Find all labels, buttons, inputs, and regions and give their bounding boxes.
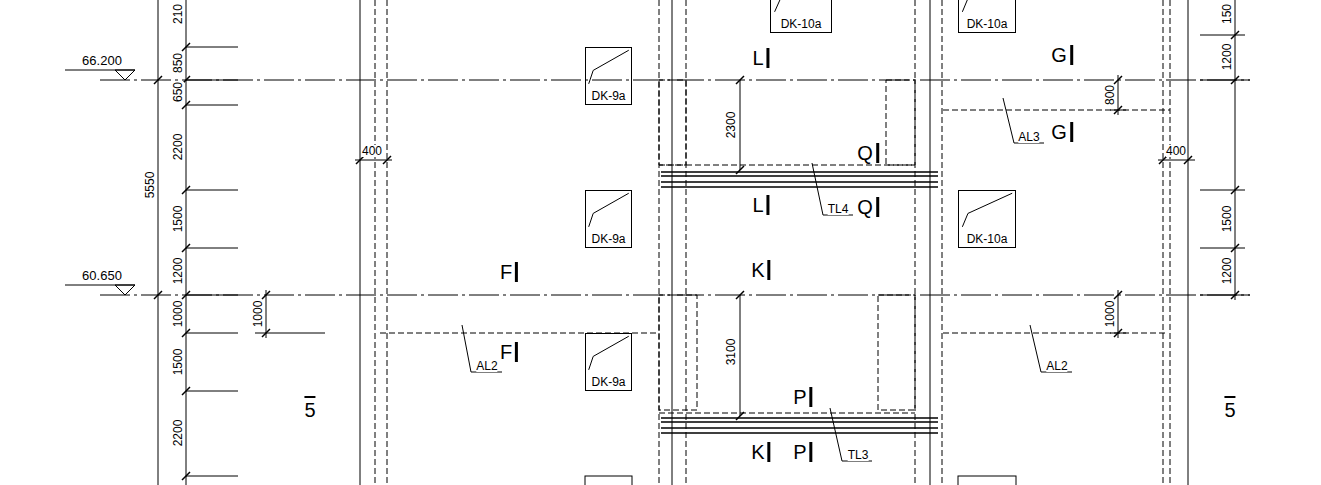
section-number: 5: [304, 396, 315, 420]
section-number: 5: [1224, 396, 1235, 420]
section-mark: L: [752, 48, 769, 68]
dimension-value: 850: [172, 53, 184, 73]
dimension-chain: [154, 0, 325, 485]
member-tag: AL3: [1018, 131, 1039, 143]
opening-code: DK-9a: [591, 90, 625, 102]
opening-code: DK-9a: [591, 376, 625, 388]
dimension-value: 650: [172, 82, 184, 102]
dimension-value: 3100: [725, 339, 737, 366]
opening-box: DK-10a: [958, 190, 1016, 248]
opening-box: DK-9a: [585, 333, 632, 391]
dimension-value: 210: [172, 4, 184, 24]
section-mark: F: [500, 342, 518, 362]
opening-box: [958, 476, 1016, 485]
elevation-mark: [65, 70, 135, 295]
dimension-value: 400: [362, 145, 382, 157]
section-mark: G: [1051, 45, 1073, 65]
dimension-chain: [1110, 0, 1250, 338]
dimension-value: 800: [1104, 85, 1116, 105]
section-mark: K: [751, 260, 770, 280]
section-mark: Q: [857, 143, 879, 163]
section-mark: K: [751, 442, 770, 462]
elevation-value: 60.650: [82, 269, 122, 282]
axis-line: [100, 295, 1250, 296]
dimension-value: 1500: [172, 349, 184, 376]
dimension-value: 1200: [1221, 44, 1233, 71]
dimension-value: 5550: [144, 172, 156, 199]
opening-code: DK-10a: [967, 18, 1008, 30]
opening-box: DK-9a: [585, 47, 632, 105]
dimension-value: 2200: [172, 134, 184, 161]
member-tag: TL3: [848, 449, 869, 461]
hidden-outline: [380, 80, 1170, 413]
opening-box: DK-10a: [958, 0, 1016, 33]
member-tag: AL2: [1046, 360, 1067, 372]
section-mark: P: [793, 442, 812, 462]
opening-code: DK-10a: [781, 18, 822, 30]
dimension-value: 150: [1221, 4, 1233, 24]
member-tag: TL4: [828, 203, 849, 215]
section-mark: Q: [857, 197, 879, 217]
dimension-value: 1000: [252, 301, 264, 328]
opening-code: DK-10a: [967, 233, 1008, 245]
dimension-value: 1000: [172, 301, 184, 328]
section-mark: P: [793, 387, 812, 407]
dimension-value: 1500: [1221, 206, 1233, 233]
opening-box: DK-10a: [770, 0, 832, 33]
dimension-value: 1200: [1221, 258, 1233, 285]
dimension-value: 1000: [1104, 301, 1116, 328]
dimension-value: 400: [1166, 145, 1186, 157]
section-mark: L: [752, 195, 769, 215]
leader-line: [462, 98, 1072, 461]
opening-box: [585, 476, 632, 485]
dimension-value: 2200: [172, 420, 184, 447]
dimension-value: 2300: [725, 112, 737, 139]
axis-line: [100, 80, 1250, 81]
dimension-line: [355, 76, 1195, 420]
member-tag: AL2: [476, 360, 497, 372]
dimension-value: 1500: [172, 206, 184, 233]
opening-box: DK-9a: [585, 190, 632, 248]
wall-line: [360, 0, 1188, 485]
elevation-value: 66.200: [82, 54, 122, 67]
section-mark: G: [1051, 122, 1073, 142]
dimension-value: 1200: [172, 258, 184, 285]
stair-beam: [661, 172, 938, 433]
section-mark: F: [500, 262, 518, 282]
opening-code: DK-9a: [591, 233, 625, 245]
